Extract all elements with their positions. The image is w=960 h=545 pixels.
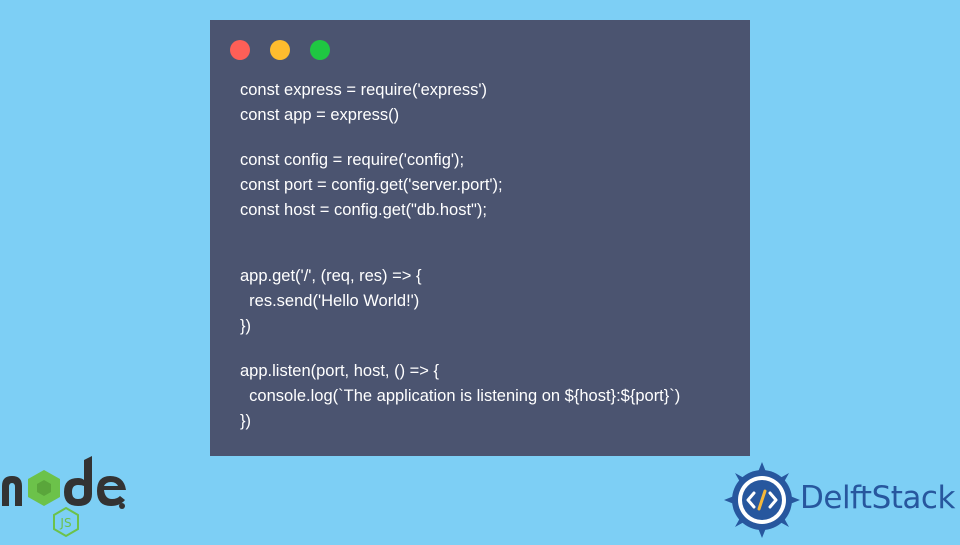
nodejs-logo-icon: JS <box>0 456 135 540</box>
code-line: app.get('/', (req, res) => { <box>240 267 422 285</box>
code-line: app.listen(port, host, () => { <box>240 362 440 380</box>
code-block: const express = require('express') const… <box>240 78 680 434</box>
delftstack-wordmark: DelftStack <box>800 480 955 516</box>
code-line: res.send('Hello World!') <box>240 292 420 310</box>
code-line: console.log(`The application is listenin… <box>240 387 681 405</box>
svg-text:JS: JS <box>59 516 71 530</box>
delftstack-logo: DelftStack <box>722 460 960 540</box>
delftstack-emblem-icon <box>724 462 800 538</box>
close-dot-icon[interactable] <box>230 40 250 60</box>
code-line: const express = require('express') <box>240 81 488 99</box>
code-line: const port = config.get('server.port'); <box>240 176 503 194</box>
code-line: const host = config.get("db.host"); <box>240 201 487 219</box>
code-window: const express = require('express') const… <box>210 20 750 456</box>
minimize-dot-icon[interactable] <box>270 40 290 60</box>
code-line: const config = require('config'); <box>240 151 465 169</box>
code-line: const app = express() <box>240 106 400 124</box>
code-line: }) <box>240 412 252 430</box>
code-line: }) <box>240 317 252 335</box>
maximize-dot-icon[interactable] <box>310 40 330 60</box>
